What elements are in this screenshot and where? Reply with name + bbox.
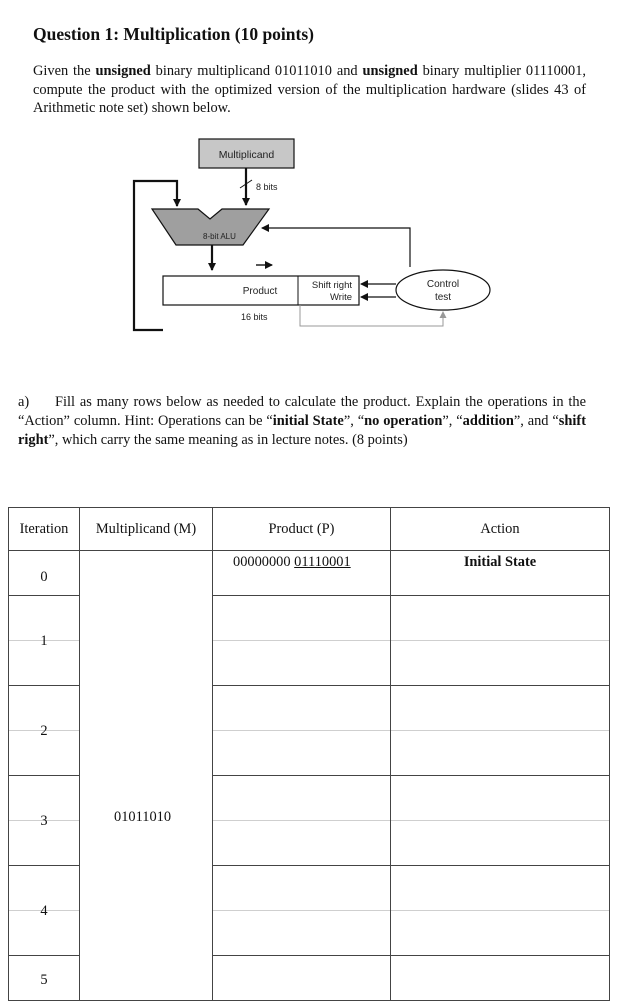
multiplicand-register-label: Multiplicand (219, 149, 275, 161)
product-width-label: 16 bits (241, 312, 268, 322)
action-value: Initial State (463, 554, 537, 570)
multiplicand-value: 01011010 (114, 809, 172, 825)
iteration-cell: 2 (8, 685, 80, 776)
iteration-cell: 4 (8, 865, 80, 956)
product-value: 00000000 01110001 (233, 554, 351, 570)
table-header-row: Iteration Multiplicand (M) Product (P) A… (8, 507, 610, 551)
product-cell (212, 775, 391, 866)
table-row: 1 (8, 595, 610, 686)
test-label: test (435, 292, 451, 303)
shift-right-label: Shift right (312, 280, 352, 291)
multiplication-hardware-diagram: Multiplicand 8 bits 8-bit ALU Product Sh… (132, 138, 491, 332)
iteration-number: 4 (40, 903, 48, 919)
header-action: Action (390, 507, 610, 551)
iteration-number: 5 (40, 972, 48, 988)
multiplicand-register (198, 138, 295, 169)
table-row: 4 (8, 865, 610, 956)
control-label: Control (427, 279, 459, 290)
product-cell (212, 865, 391, 956)
iteration-cell: 1 (8, 595, 80, 686)
table-row: 2 (8, 685, 610, 776)
iteration-cell: 3 (8, 775, 80, 866)
alu-shape (150, 208, 271, 246)
control-test-unit (395, 269, 491, 311)
question-intro: Given the unsigned binary multiplicand 0… (33, 63, 586, 116)
product-to-control-line (299, 305, 447, 327)
product-cell: 00000000 01110001 (212, 550, 391, 596)
iteration-number: 0 (40, 569, 48, 585)
table-row: 0 01011010 00000000 01110001 Initial Sta… (8, 550, 610, 1001)
control-to-alu-line (261, 224, 411, 267)
header-multiplicand: Multiplicand (M) (79, 507, 213, 551)
header-iteration: Iteration (8, 507, 80, 551)
product-cell (212, 595, 391, 686)
header-product: Product (P) (212, 507, 391, 551)
iteration-number: 3 (40, 813, 48, 829)
product-cell (212, 685, 391, 776)
iteration-number: 2 (40, 723, 48, 739)
write-label: Write (330, 292, 352, 303)
part-a-instructions: a)Fill as many rows below as needed to c… (18, 394, 586, 448)
question-title: Question 1: Multiplication (10 points) (33, 24, 314, 44)
feedback-loop-path (132, 179, 181, 332)
alu-label: 8-bit ALU (203, 232, 236, 241)
iteration-cell: 0 (8, 550, 80, 596)
iteration-cell: 5 (8, 955, 80, 1001)
product-register-label: Product (243, 286, 278, 297)
table-row: 3 (8, 775, 610, 866)
action-cell (390, 685, 610, 776)
alu-width-label: 8 bits (256, 182, 278, 192)
iteration-number: 1 (40, 633, 48, 649)
action-cell (390, 595, 610, 686)
multiplicand-cell: 01011010 (79, 550, 213, 1001)
product-cell (212, 955, 391, 1001)
product-register (162, 275, 360, 306)
action-cell (390, 775, 610, 866)
table-row: 5 (8, 955, 610, 1001)
action-cell: Initial State (390, 550, 610, 596)
iteration-table: Iteration Multiplicand (M) Product (P) A… (8, 507, 610, 1001)
action-cell (390, 865, 610, 956)
action-cell (390, 955, 610, 1001)
